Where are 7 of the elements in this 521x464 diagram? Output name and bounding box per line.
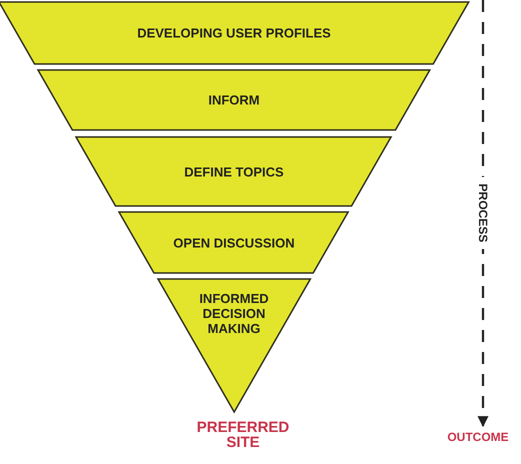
band-label: INFORMED DECISION MAKING bbox=[198, 291, 270, 336]
band-label: OPEN DISCUSSION bbox=[172, 235, 296, 250]
result-label: PREFERRED SITE bbox=[196, 420, 290, 450]
band-label: INFORM bbox=[207, 92, 261, 108]
outcome-label: OUTCOME bbox=[446, 429, 510, 446]
band-label: DEVELOPING USER PROFILES bbox=[136, 26, 332, 40]
band-label: DEFINE TOPICS bbox=[183, 164, 285, 179]
